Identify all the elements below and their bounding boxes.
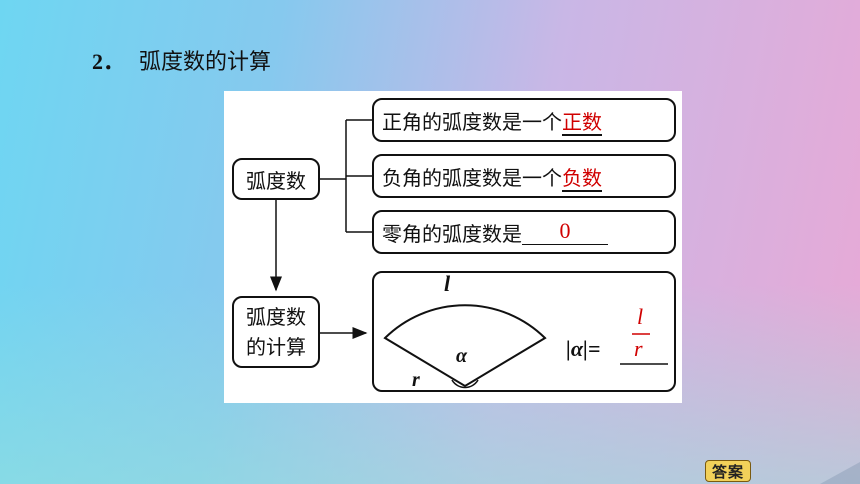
rule-zero-text: 零角的弧度数是 [382,221,522,246]
formula-numerator: l [637,304,643,329]
angle-label: α [456,345,468,367]
sector-shape [383,304,547,388]
section-title: 弧度数的计算 [139,50,272,75]
rule-positive-text: 正角的弧度数是一个 [382,109,562,134]
calculation-line-2: 的计算 [246,335,306,359]
concept-label: 弧度数 [246,168,306,193]
rule-negative-box: 负角的弧度数是一个负数 [372,154,676,198]
radius-label: r [412,369,420,391]
formula-denominator: r [634,336,643,361]
calculation-box: 弧度数 的计算 [232,296,320,368]
arc-label: l [444,271,451,296]
corner-decoration [820,462,860,484]
rule-positive-answer: 正数 [562,109,602,134]
section-heading: 2． 弧度数的计算 [92,44,271,76]
formula-box [372,271,676,392]
rule-negative-text: 负角的弧度数是一个 [382,165,562,190]
answer-button[interactable]: 答案 [705,460,751,482]
concept-box: 弧度数 [232,158,320,200]
rule-negative-answer: 负数 [562,165,602,190]
calculation-line-1: 弧度数 [246,305,306,329]
formula-left: |α|= [566,336,600,361]
section-number: 2． [92,49,126,74]
rule-positive-box: 正角的弧度数是一个正数 [372,98,676,142]
rule-zero-answer: 0 [522,219,608,245]
angle-arc [451,379,479,389]
